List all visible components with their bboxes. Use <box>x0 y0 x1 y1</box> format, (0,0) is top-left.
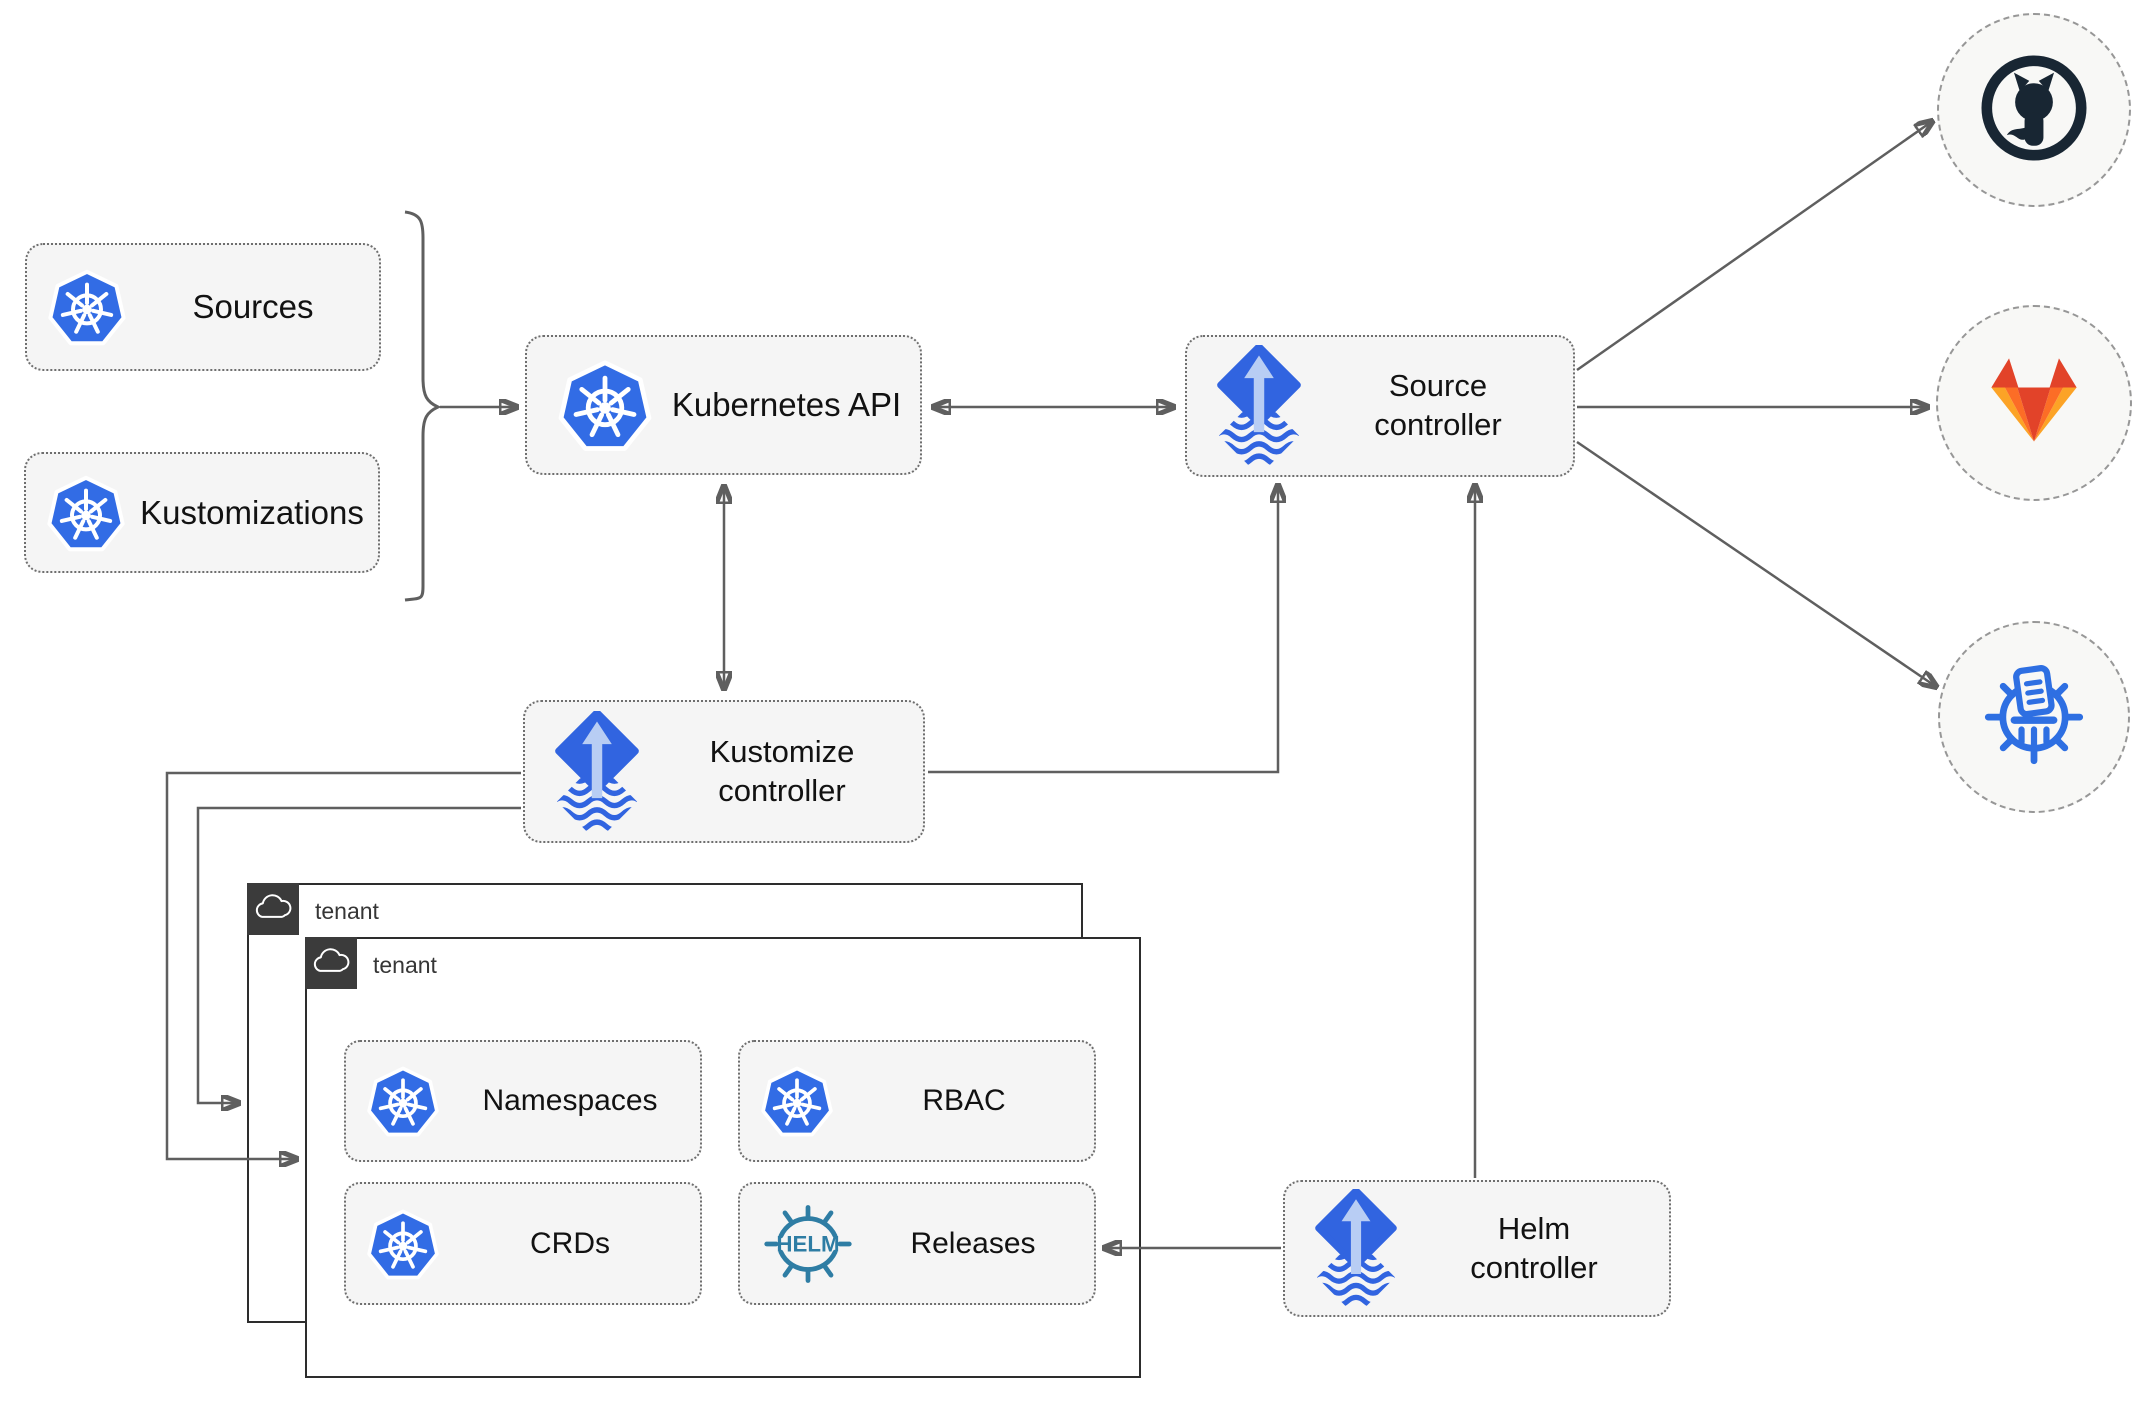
arrow-kustomize-to-source-controller <box>928 483 1278 774</box>
flux-icon <box>1313 1189 1399 1308</box>
sources-node: Sources <box>25 243 381 371</box>
flux-icon <box>553 711 641 833</box>
chart-repository-endpoint <box>1938 621 2130 813</box>
chartmuseum-icon <box>1980 661 2088 774</box>
source-controller-line1: Source <box>1388 368 1488 404</box>
kustomizations-node: Kustomizations <box>24 452 380 573</box>
helm-controller-label: Helm controller <box>1399 1210 1669 1288</box>
arrow-source-to-chart-repository <box>1576 440 1938 688</box>
cloud-icon <box>310 946 352 981</box>
kustomize-controller-line2: controller <box>718 772 846 808</box>
gitlab-endpoint <box>1936 305 2132 501</box>
crds-label: CRDs <box>530 1226 610 1260</box>
helm-controller-line1: Helm <box>1497 1210 1571 1246</box>
helm-logo-text: HELM <box>776 1231 839 1256</box>
kubernetes-icon <box>557 357 653 453</box>
releases-node: HELM Releases <box>738 1182 1096 1305</box>
crds-node: CRDs <box>344 1182 702 1305</box>
gitlab-icon <box>1982 356 2086 451</box>
source-controller-label: Source controller <box>1303 367 1573 445</box>
namespaces-label: Namespaces <box>482 1084 658 1117</box>
kubernetes-api-label: Kubernetes API <box>671 386 902 423</box>
brace-sources-group <box>404 210 442 602</box>
releases-label: Releases <box>910 1226 1036 1260</box>
kubernetes-icon <box>46 473 126 553</box>
helm-controller-node: Helm controller <box>1283 1180 1671 1317</box>
kustomize-controller-line1: Kustomize <box>709 733 855 769</box>
arrow-source-to-github <box>1576 120 1934 372</box>
source-controller-line2: controller <box>1374 407 1502 442</box>
tenant-inner-label: tenant <box>373 952 437 978</box>
kubernetes-icon <box>366 1207 440 1281</box>
helm-controller-line2: controller <box>1470 1249 1598 1285</box>
kubernetes-icon <box>47 267 127 347</box>
kubernetes-icon <box>760 1064 834 1138</box>
github-icon <box>1975 49 2093 172</box>
rbac-label: RBAC <box>922 1084 1006 1117</box>
cloud-icon <box>252 892 294 927</box>
flux-icon <box>1215 345 1303 467</box>
kustomize-controller-node: Kustomize controller <box>523 700 925 843</box>
tenant-header <box>247 883 299 935</box>
kubernetes-icon <box>366 1064 440 1138</box>
rbac-node: RBAC <box>738 1040 1096 1162</box>
tenant-inner-container: tenant Namespaces RBAC CRDs <box>305 937 1141 1378</box>
kubernetes-api-node: Kubernetes API <box>525 335 922 475</box>
source-controller-node: Source controller <box>1185 335 1575 477</box>
kustomize-controller-label: Kustomize controller <box>641 733 923 811</box>
github-endpoint <box>1937 13 2131 207</box>
tenant-header <box>305 937 357 989</box>
helm-icon: HELM <box>764 1204 852 1284</box>
sources-label: Sources <box>192 288 314 325</box>
tenant-outer-label: tenant <box>315 898 379 924</box>
namespaces-node: Namespaces <box>344 1040 702 1162</box>
kustomizations-label: Kustomizations <box>140 493 364 531</box>
